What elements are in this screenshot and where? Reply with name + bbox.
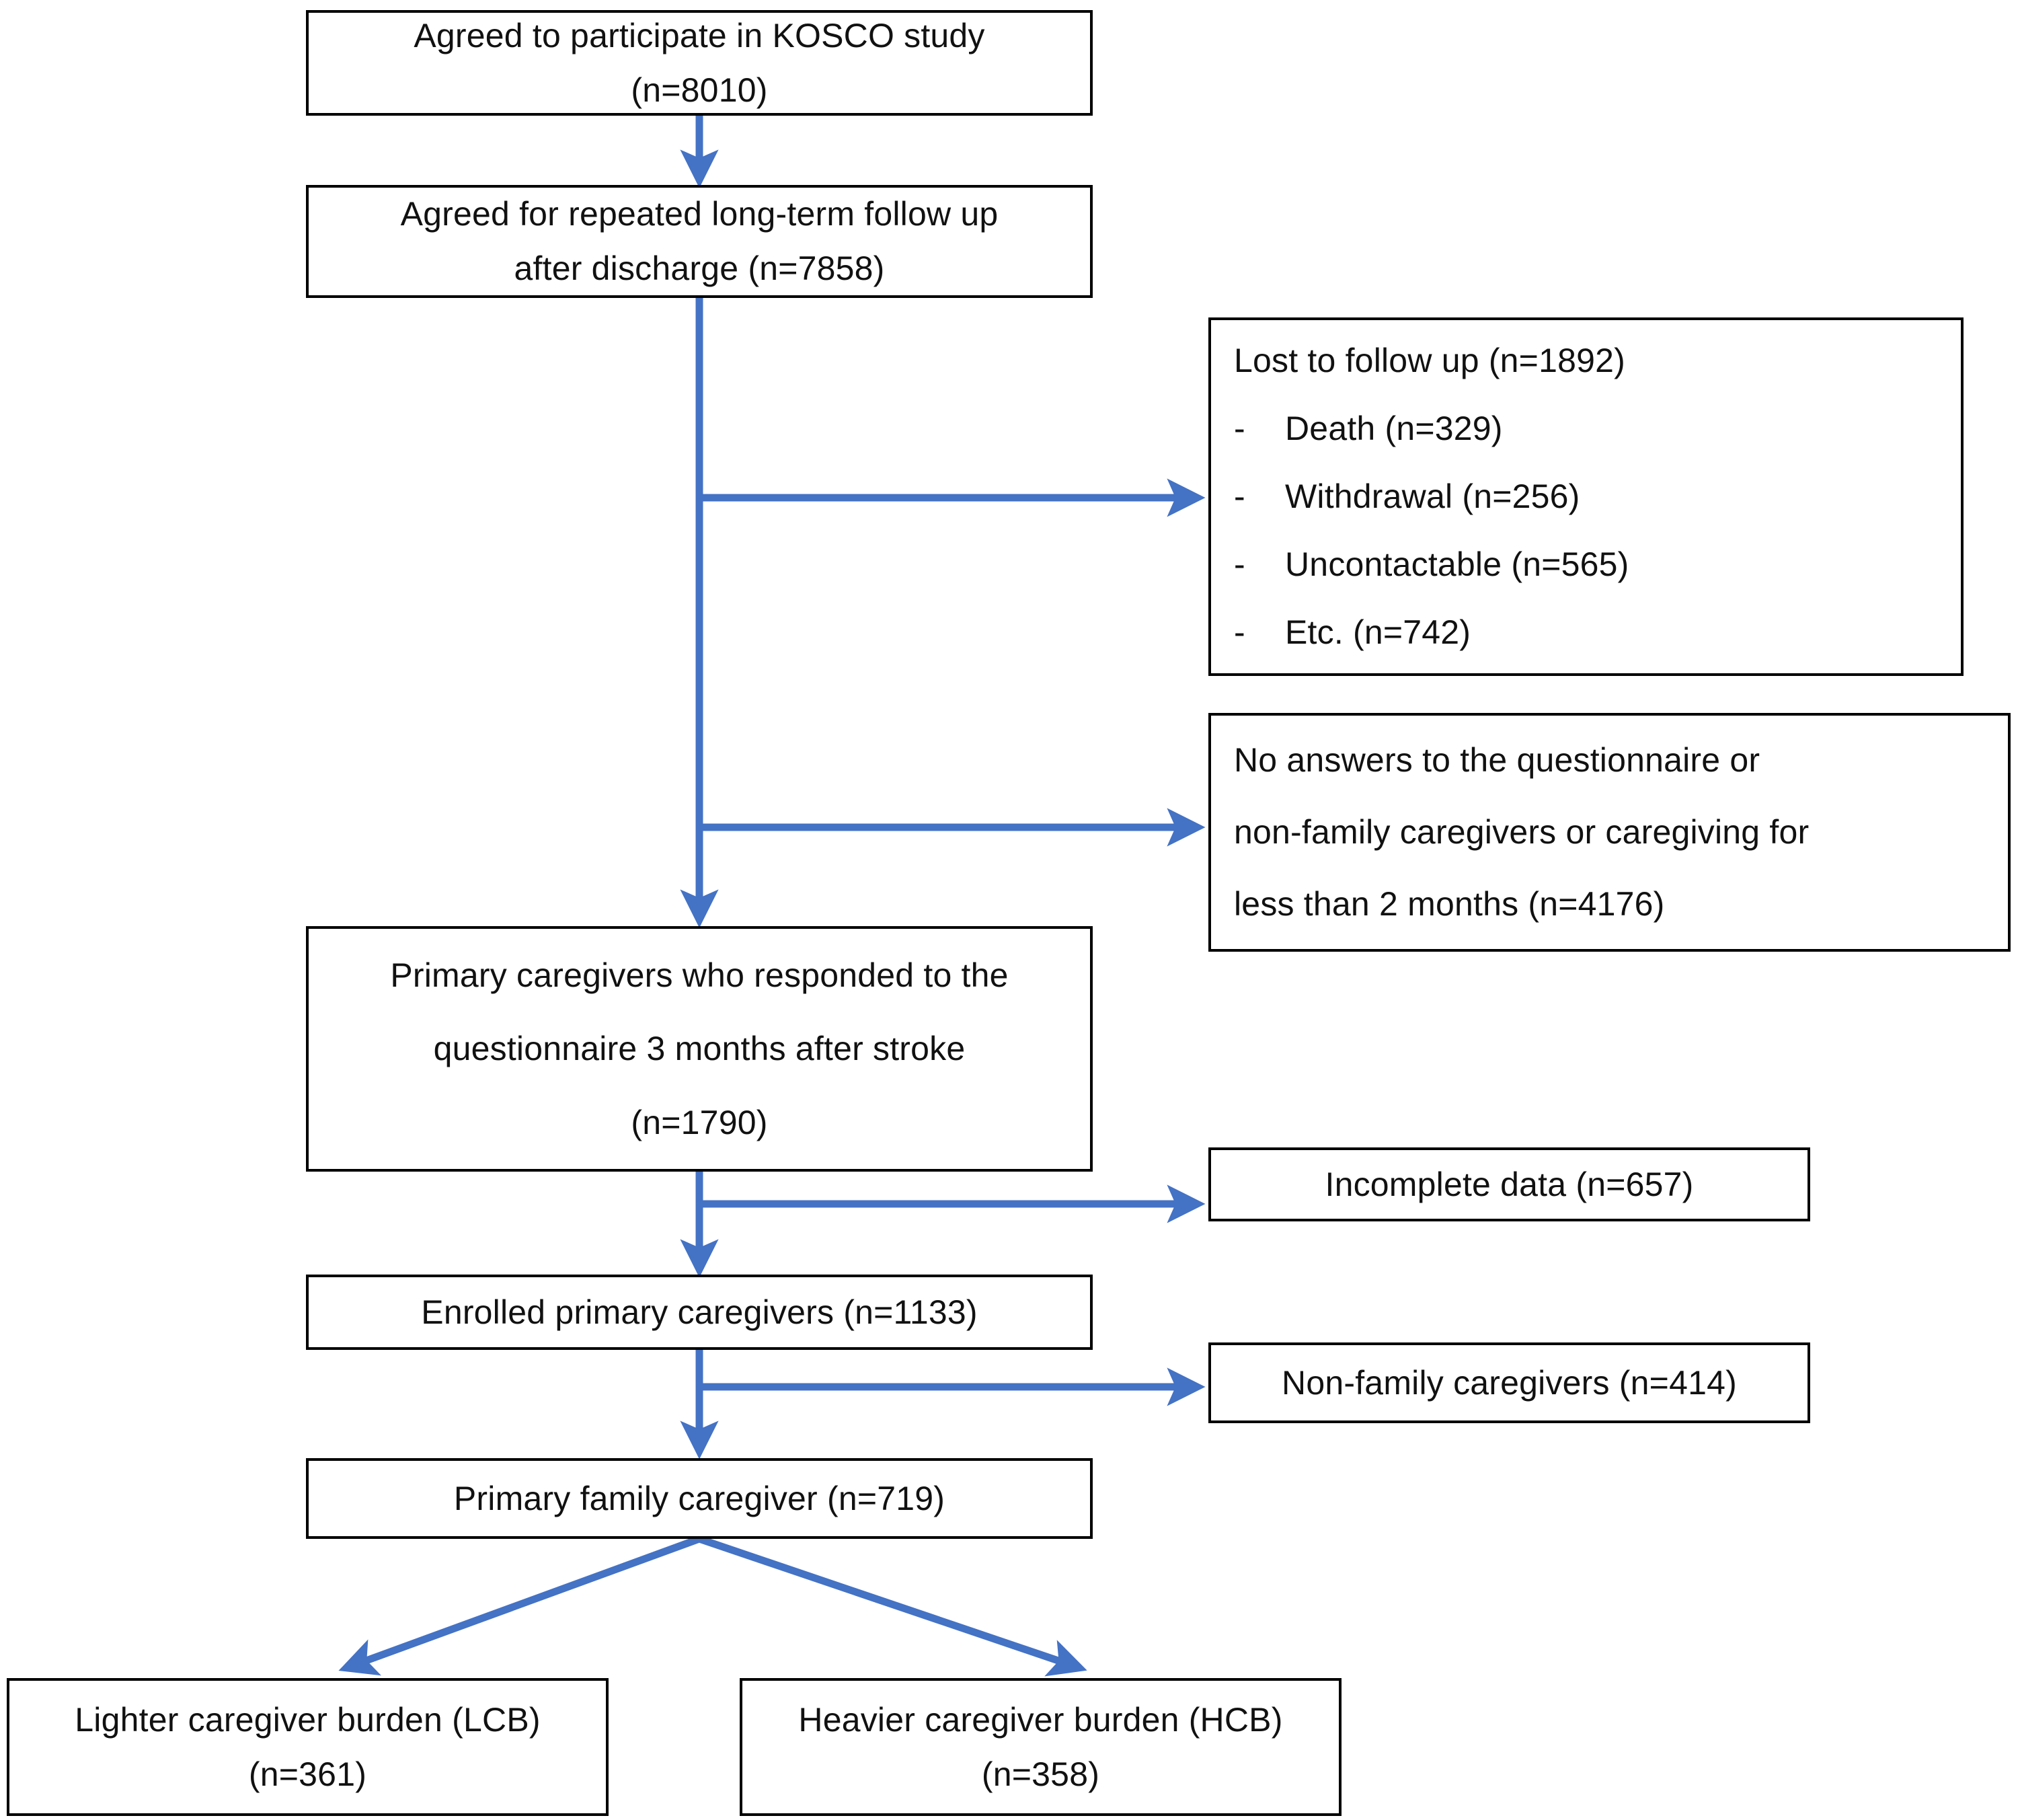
no-answers-line-3: less than 2 months (n=4176) <box>1234 885 1665 923</box>
node-enrolled-primary: Enrolled primary caregivers (n=1133) <box>306 1275 1093 1350</box>
lost-followup-item-withdrawal: - Withdrawal (n=256) <box>1234 469 1580 524</box>
primary-responded-line-1: Primary caregivers who responded to the <box>390 956 1009 994</box>
node-lost-followup: Lost to follow up (n=1892) - Death (n=32… <box>1208 317 1964 676</box>
lighter-burden-line-2: (n=361) <box>248 1755 367 1793</box>
node-primary-family: Primary family caregiver (n=719) <box>306 1458 1093 1539</box>
agreed-followup-line-1: Agreed for repeated long-term follow up <box>400 195 999 233</box>
agreed-followup-line-2: after discharge (n=7858) <box>514 250 885 287</box>
no-answers-line-1: No answers to the questionnaire or <box>1234 741 1760 779</box>
lost-followup-item-death-label: Death (n=329) <box>1285 410 1503 447</box>
lighter-burden-line-1: Lighter caregiver burden (LCB) <box>75 1700 541 1739</box>
node-no-answers: No answers to the questionnaire or non-f… <box>1208 713 2011 952</box>
heavier-burden-line-2: (n=358) <box>981 1755 1100 1793</box>
primary-responded-line-3: (n=1790) <box>631 1103 768 1141</box>
edge-primary-family-to-lighter-burden <box>338 1535 701 1676</box>
agreed-participate-line-1: Agreed to participate in KOSCO study <box>414 16 985 54</box>
bullet-dash-icon: - <box>1234 478 1245 515</box>
edge-primary-family-to-heavier-burden <box>698 1535 1087 1677</box>
bullet-dash-icon: - <box>1234 545 1245 583</box>
no-answers-line-2: non-family caregivers or caregiving for <box>1234 813 1810 851</box>
node-heavier-burden: Heavier caregiver burden (HCB) (n=358) <box>740 1678 1342 1816</box>
node-non-family: Non-family caregivers (n=414) <box>1208 1342 1810 1423</box>
lost-followup-item-uncontactable-label: Uncontactable (n=565) <box>1285 545 1629 583</box>
lost-followup-item-etc-label: Etc. (n=742) <box>1285 613 1471 651</box>
agreed-participate-line-2: (n=8010) <box>631 71 768 109</box>
lost-followup-heading: Lost to follow up (n=1892) <box>1234 342 1625 379</box>
node-agreed-participate: Agreed to participate in KOSCO study (n=… <box>306 10 1093 116</box>
primary-responded-line-2: questionnaire 3 months after stroke <box>433 1030 966 1067</box>
node-incomplete-data: Incomplete data (n=657) <box>1208 1147 1810 1221</box>
lost-followup-item-death: - Death (n=329) <box>1234 402 1503 456</box>
node-agreed-followup: Agreed for repeated long-term follow up … <box>306 185 1093 298</box>
lost-followup-item-withdrawal-label: Withdrawal (n=256) <box>1285 478 1580 515</box>
incomplete-data-line-1: Incomplete data (n=657) <box>1325 1165 1694 1203</box>
lost-followup-item-etc: - Etc. (n=742) <box>1234 605 1471 660</box>
bullet-dash-icon: - <box>1234 410 1245 447</box>
heavier-burden-line-1: Heavier caregiver burden (HCB) <box>798 1700 1283 1739</box>
primary-family-line-1: Primary family caregiver (n=719) <box>453 1479 945 1517</box>
node-primary-responded: Primary caregivers who responded to the … <box>306 926 1093 1172</box>
enrolled-primary-line-1: Enrolled primary caregivers (n=1133) <box>421 1293 978 1331</box>
lost-followup-item-uncontactable: - Uncontactable (n=565) <box>1234 537 1629 592</box>
bullet-dash-icon: - <box>1234 613 1245 651</box>
node-lighter-burden: Lighter caregiver burden (LCB) (n=361) <box>7 1678 609 1816</box>
non-family-line-1: Non-family caregivers (n=414) <box>1282 1363 1737 1402</box>
